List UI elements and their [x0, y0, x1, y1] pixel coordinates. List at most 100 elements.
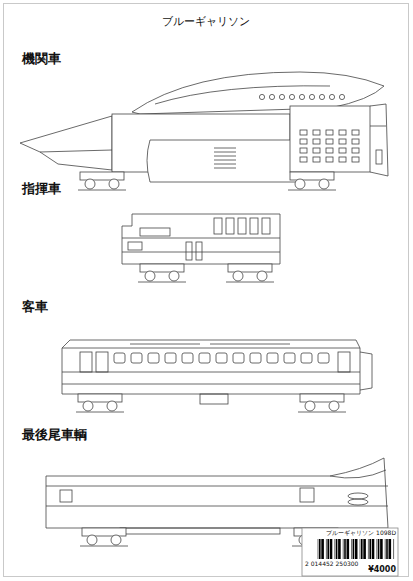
barcode-bar [353, 539, 355, 559]
car-window [262, 218, 270, 234]
rail-line [298, 412, 346, 413]
bogie-frame [228, 264, 272, 272]
grid-window [339, 148, 346, 153]
barcode-bar [327, 539, 329, 559]
vent-line [214, 168, 236, 169]
porthole [319, 94, 324, 99]
barcode-bar [385, 539, 386, 559]
porthole [299, 94, 304, 99]
car-window [131, 353, 142, 363]
wheel [145, 271, 155, 281]
bogie-frame [300, 394, 344, 402]
car-window [114, 353, 125, 363]
wheel [305, 401, 315, 411]
wheel [233, 271, 243, 281]
porthole [269, 94, 274, 99]
barcode-bar [388, 539, 391, 559]
barcode-bar [355, 539, 358, 559]
car-window [140, 228, 170, 236]
barcode-number: 2 014452 250300 [305, 561, 358, 568]
grid-window [339, 130, 346, 135]
wheel [257, 271, 267, 281]
porthole [279, 94, 284, 99]
vent-line [214, 164, 236, 165]
car-window [250, 353, 261, 363]
grid-window [300, 139, 307, 144]
grid-window [339, 139, 346, 144]
vent-line [214, 152, 236, 153]
barcode-bar [326, 539, 327, 559]
car-window [267, 353, 278, 363]
grid-window [313, 130, 320, 135]
porthole [289, 94, 294, 99]
section-label: 機関車 [22, 52, 61, 66]
grid-window [313, 139, 320, 144]
rail-line [80, 546, 128, 547]
barcode-bar [330, 539, 333, 559]
car-window [301, 353, 312, 363]
wheel [111, 535, 121, 545]
grid-window [326, 157, 333, 162]
grid-window [339, 157, 346, 162]
barcode-bar [351, 539, 352, 559]
barcode-bar [361, 539, 363, 559]
rail-line [138, 282, 186, 283]
barcode-bar [369, 539, 371, 559]
barcode-bar [319, 539, 321, 559]
bogie-frame [82, 528, 126, 536]
barcode-bar [343, 539, 344, 559]
barcode-bar [334, 539, 335, 559]
barcode-bar [393, 539, 394, 559]
porthole [339, 94, 344, 99]
rail-line [78, 190, 126, 191]
porthole [329, 94, 334, 99]
rail-line [288, 190, 336, 191]
barcode-bar [363, 539, 366, 559]
barcode-bar [360, 539, 361, 559]
wheel [109, 179, 119, 189]
bogie-frame [140, 264, 184, 272]
page-title: ブルーギャリソン [162, 16, 250, 28]
grid-window [300, 157, 307, 162]
grid-window [326, 130, 333, 135]
barcode-bar [318, 539, 319, 559]
section-label: 指揮車 [22, 182, 61, 196]
wheel [87, 535, 97, 545]
bogie-frame [290, 172, 334, 180]
sticker-text: ブルーギャリソン 1098D [326, 530, 396, 537]
car-window [238, 218, 246, 234]
vent-line [214, 156, 236, 157]
car-window [216, 353, 227, 363]
barcode-bar [368, 539, 369, 559]
porthole [259, 94, 264, 99]
vent-line [214, 160, 236, 161]
section-label: 最後尾車輌 [22, 428, 87, 442]
grid-window [326, 139, 333, 144]
car-window [148, 353, 159, 363]
barcode-bar [321, 539, 324, 559]
grid-window [352, 148, 359, 153]
barcode-bar [338, 539, 341, 559]
porthole [309, 94, 314, 99]
wheel [169, 271, 179, 281]
price: ¥4000 [368, 566, 396, 575]
car-window [226, 218, 234, 234]
barcode-bar [378, 539, 380, 559]
barcode-bar [376, 539, 377, 559]
section-label: 客車 [22, 300, 48, 314]
wheel [107, 401, 117, 411]
wheel [329, 401, 339, 411]
car-window [233, 353, 244, 363]
barcode-bar [380, 539, 383, 559]
grid-window [352, 139, 359, 144]
vent-line [214, 148, 236, 149]
barcode-bar [344, 539, 346, 559]
wheel [319, 179, 329, 189]
bogie-frame [80, 172, 124, 180]
grid-window [326, 148, 333, 153]
car-window [182, 353, 193, 363]
rail-line [76, 412, 124, 413]
grid-window [352, 157, 359, 162]
